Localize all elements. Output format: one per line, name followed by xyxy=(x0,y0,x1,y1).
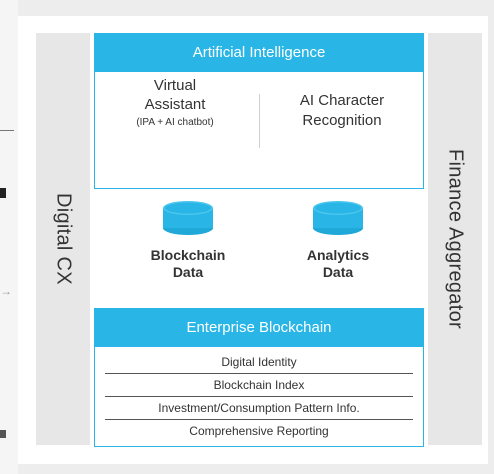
architecture-diagram: Digital CX Finance Aggregator Artificial… xyxy=(18,16,488,464)
virtual-assistant-line1: Virtual xyxy=(153,77,197,94)
left-partial-panel xyxy=(0,0,18,474)
ai-section: Artificial Intelligence Virtual Assistan… xyxy=(94,33,424,189)
ai-section-title: Artificial Intelligence xyxy=(95,34,423,72)
analytics-data-line2: Data xyxy=(322,264,354,280)
enterprise-blockchain-title: Enterprise Blockchain xyxy=(95,309,423,347)
eb-row-investment-pattern: Investment/Consumption Pattern Info. xyxy=(158,401,360,415)
finance-aggregator-bar: Finance Aggregator xyxy=(428,33,482,445)
enterprise-blockchain-section: Enterprise Blockchain Digital Identity B… xyxy=(94,308,424,447)
database-icon xyxy=(158,199,218,237)
blockchain-data-line1: Blockchain xyxy=(150,247,226,263)
ai-character-line2: Recognition xyxy=(302,112,382,129)
eb-row-divider xyxy=(105,373,413,374)
eb-row-digital-identity: Digital Identity xyxy=(221,355,297,369)
ai-divider xyxy=(259,94,260,148)
finance-aggregator-label: Finance Aggregator xyxy=(444,149,467,329)
digital-cx-bar: Digital CX xyxy=(36,33,90,445)
left-text-fragment xyxy=(0,188,6,198)
virtual-assistant-note: (IPA + AI chatbot) xyxy=(136,117,214,128)
left-divider xyxy=(0,130,14,131)
virtual-assistant-line2: Assistant xyxy=(144,96,206,113)
arrow-right-icon: → xyxy=(0,284,12,298)
ai-character-recognition-item: AI Character Recognition xyxy=(261,91,423,131)
left-text-fragment-bottom xyxy=(0,430,6,438)
analytics-data-line1: Analytics xyxy=(306,247,370,263)
blockchain-data-label: Blockchain Data xyxy=(128,247,248,281)
eb-row-comprehensive-reporting: Comprehensive Reporting xyxy=(189,424,329,438)
blockchain-data-line2: Data xyxy=(172,264,204,280)
database-icon xyxy=(308,199,368,237)
digital-cx-label: Digital CX xyxy=(52,193,75,285)
eb-row-divider xyxy=(105,396,413,397)
eb-row-divider xyxy=(105,419,413,420)
virtual-assistant-item: Virtual Assistant (IPA + AI chatbot) xyxy=(95,76,255,132)
ai-character-line1: AI Character xyxy=(299,92,385,109)
analytics-data-label: Analytics Data xyxy=(278,247,398,281)
eb-row-blockchain-index: Blockchain Index xyxy=(213,378,305,392)
